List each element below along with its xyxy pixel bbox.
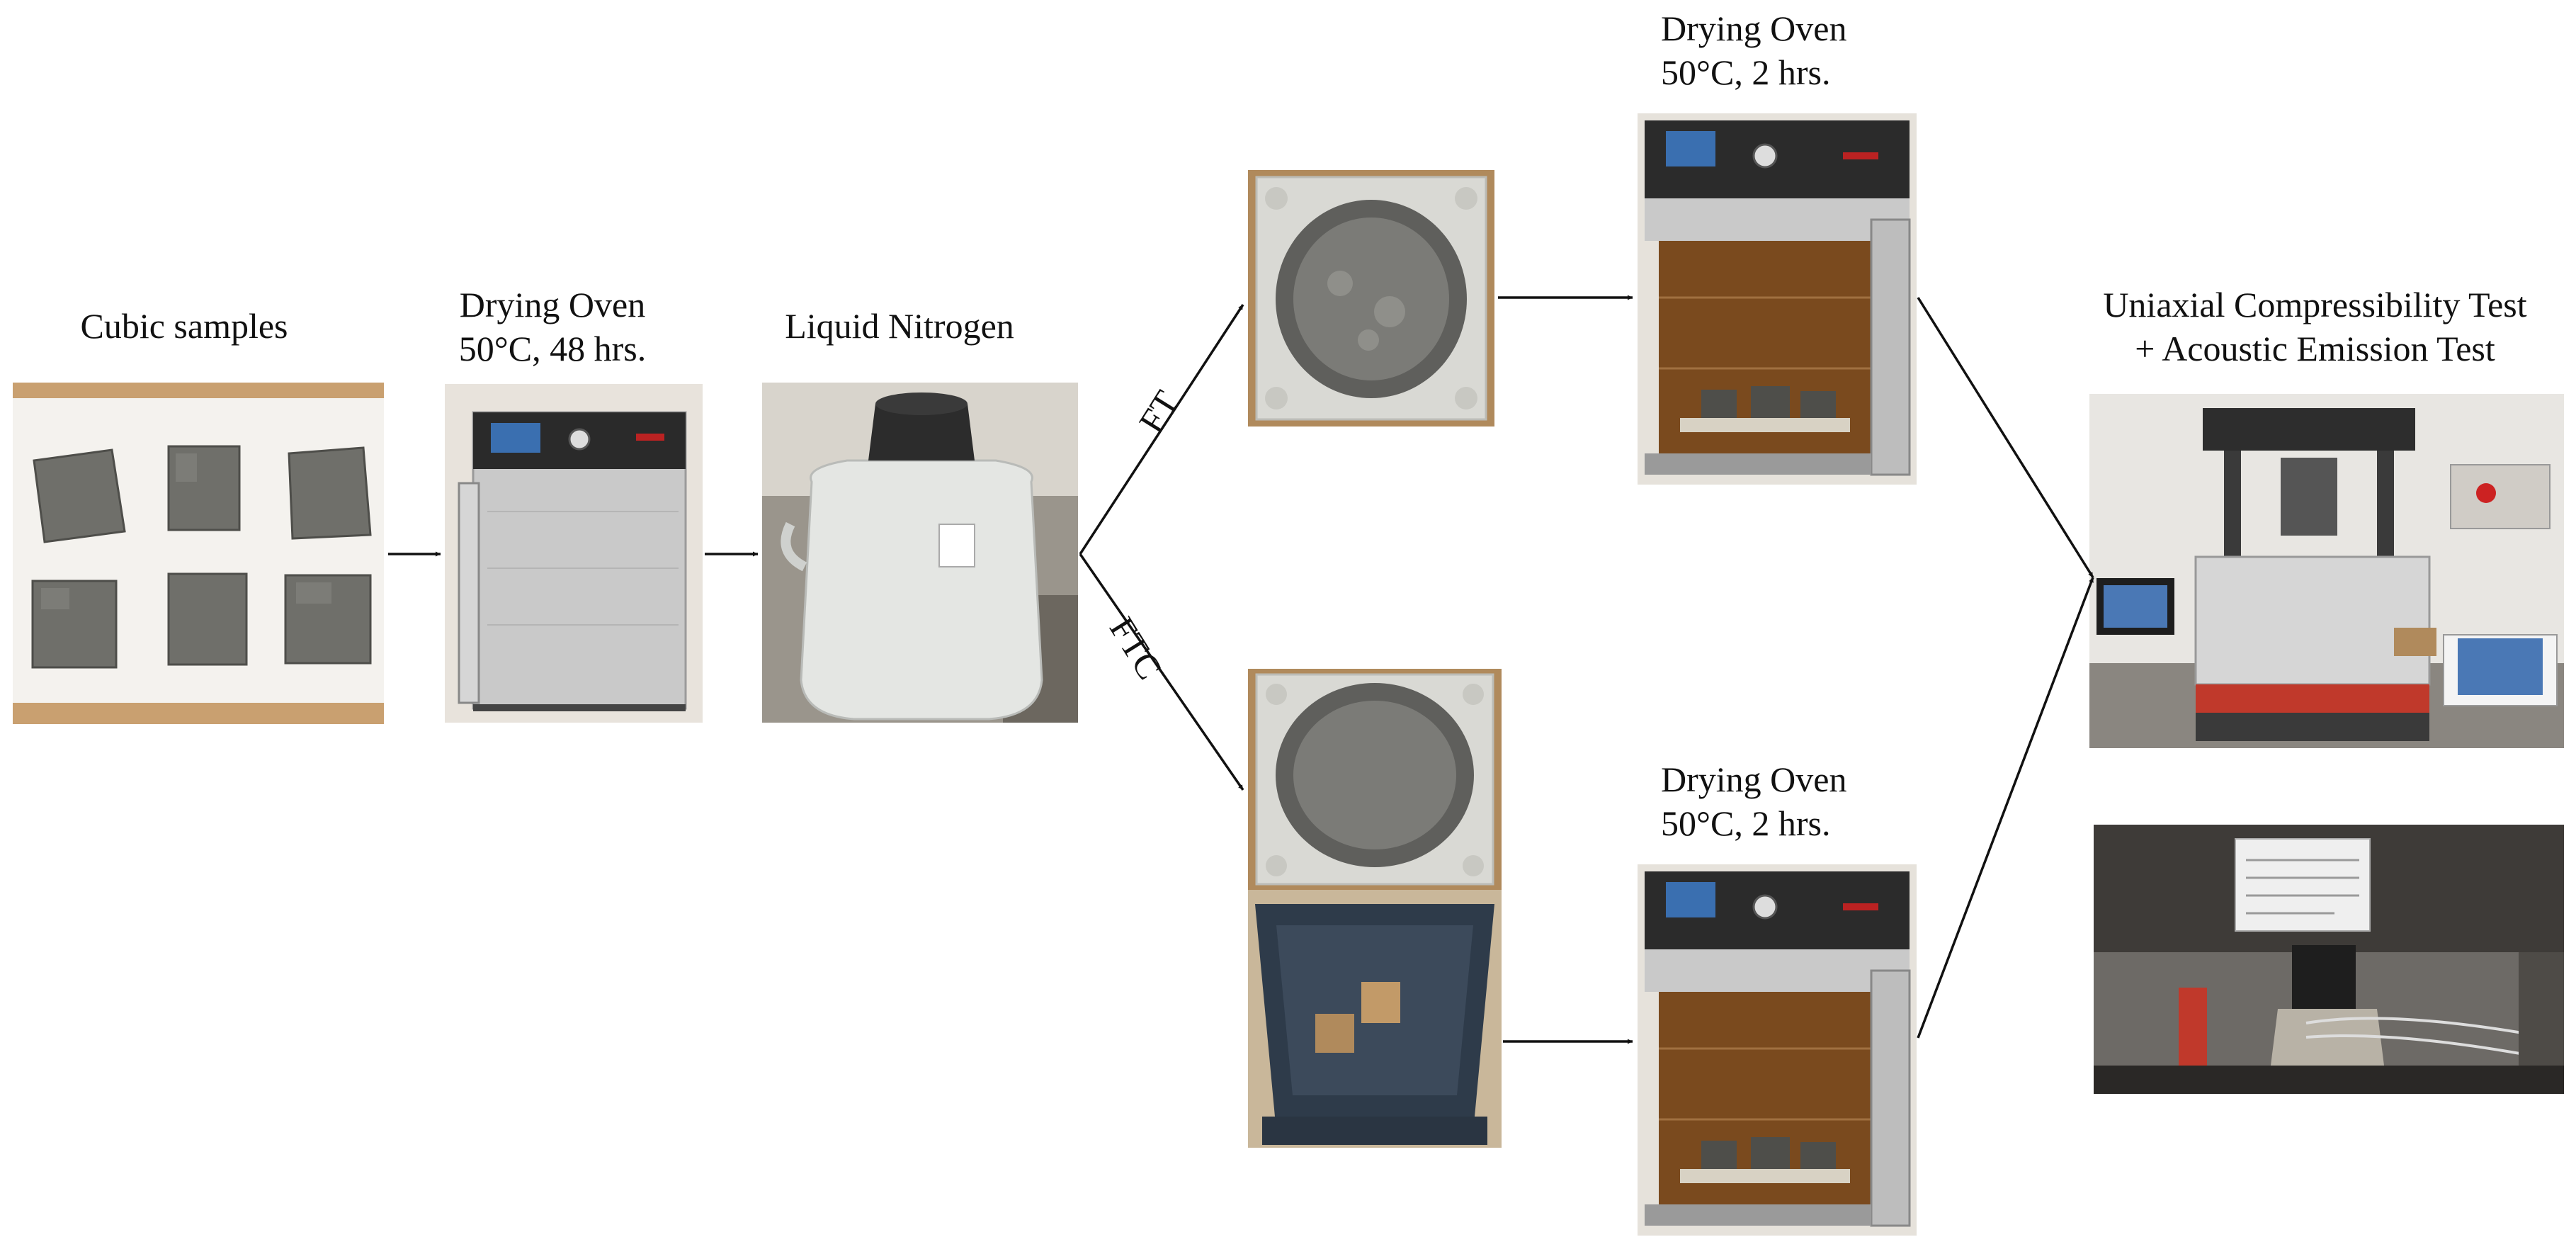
photo-styrofoam-box-ftc xyxy=(1248,669,1502,890)
photo-cubic-samples xyxy=(13,383,384,724)
label-oven1-conditions: 50°C, 48 hrs. xyxy=(458,329,647,368)
photo-liquid-nitrogen xyxy=(762,383,1078,723)
label-oven-ftc-conditions: 50°C, 2 hrs. xyxy=(1661,803,1831,843)
photo-drying-oven-ftc xyxy=(1638,864,1917,1236)
label-branch-ft: FT xyxy=(1130,383,1187,440)
photo-compression-machine xyxy=(2089,394,2564,748)
label-final-test-line2: + Acoustic Emission Test xyxy=(2135,329,2495,368)
label-final-test-line1: Uniaxial Compressibility Test xyxy=(2103,285,2527,324)
label-oven-ftc-title: Drying Oven xyxy=(1661,759,1847,799)
label-oven1-title: Drying Oven xyxy=(459,285,646,324)
photo-styrofoam-box-ft xyxy=(1248,170,1494,427)
photo-drying-oven-48h xyxy=(445,384,703,723)
photo-drying-oven-ft xyxy=(1638,113,1917,485)
photo-thawing-tub xyxy=(1248,890,1502,1148)
arrow-nitrogen-to-ftc xyxy=(1079,553,1244,791)
label-liquid-nitrogen: Liquid Nitrogen xyxy=(785,306,1014,346)
label-oven-ft-title: Drying Oven xyxy=(1661,9,1847,48)
label-branch-ftc: FTC xyxy=(1101,610,1170,687)
photo-acoustic-emission-setup xyxy=(2094,825,2564,1094)
label-oven-ft-conditions: 50°C, 2 hrs. xyxy=(1661,52,1831,92)
label-cubic-samples: Cubic samples xyxy=(80,306,288,346)
arrow-ftc-oven-to-test xyxy=(1917,577,2094,1039)
